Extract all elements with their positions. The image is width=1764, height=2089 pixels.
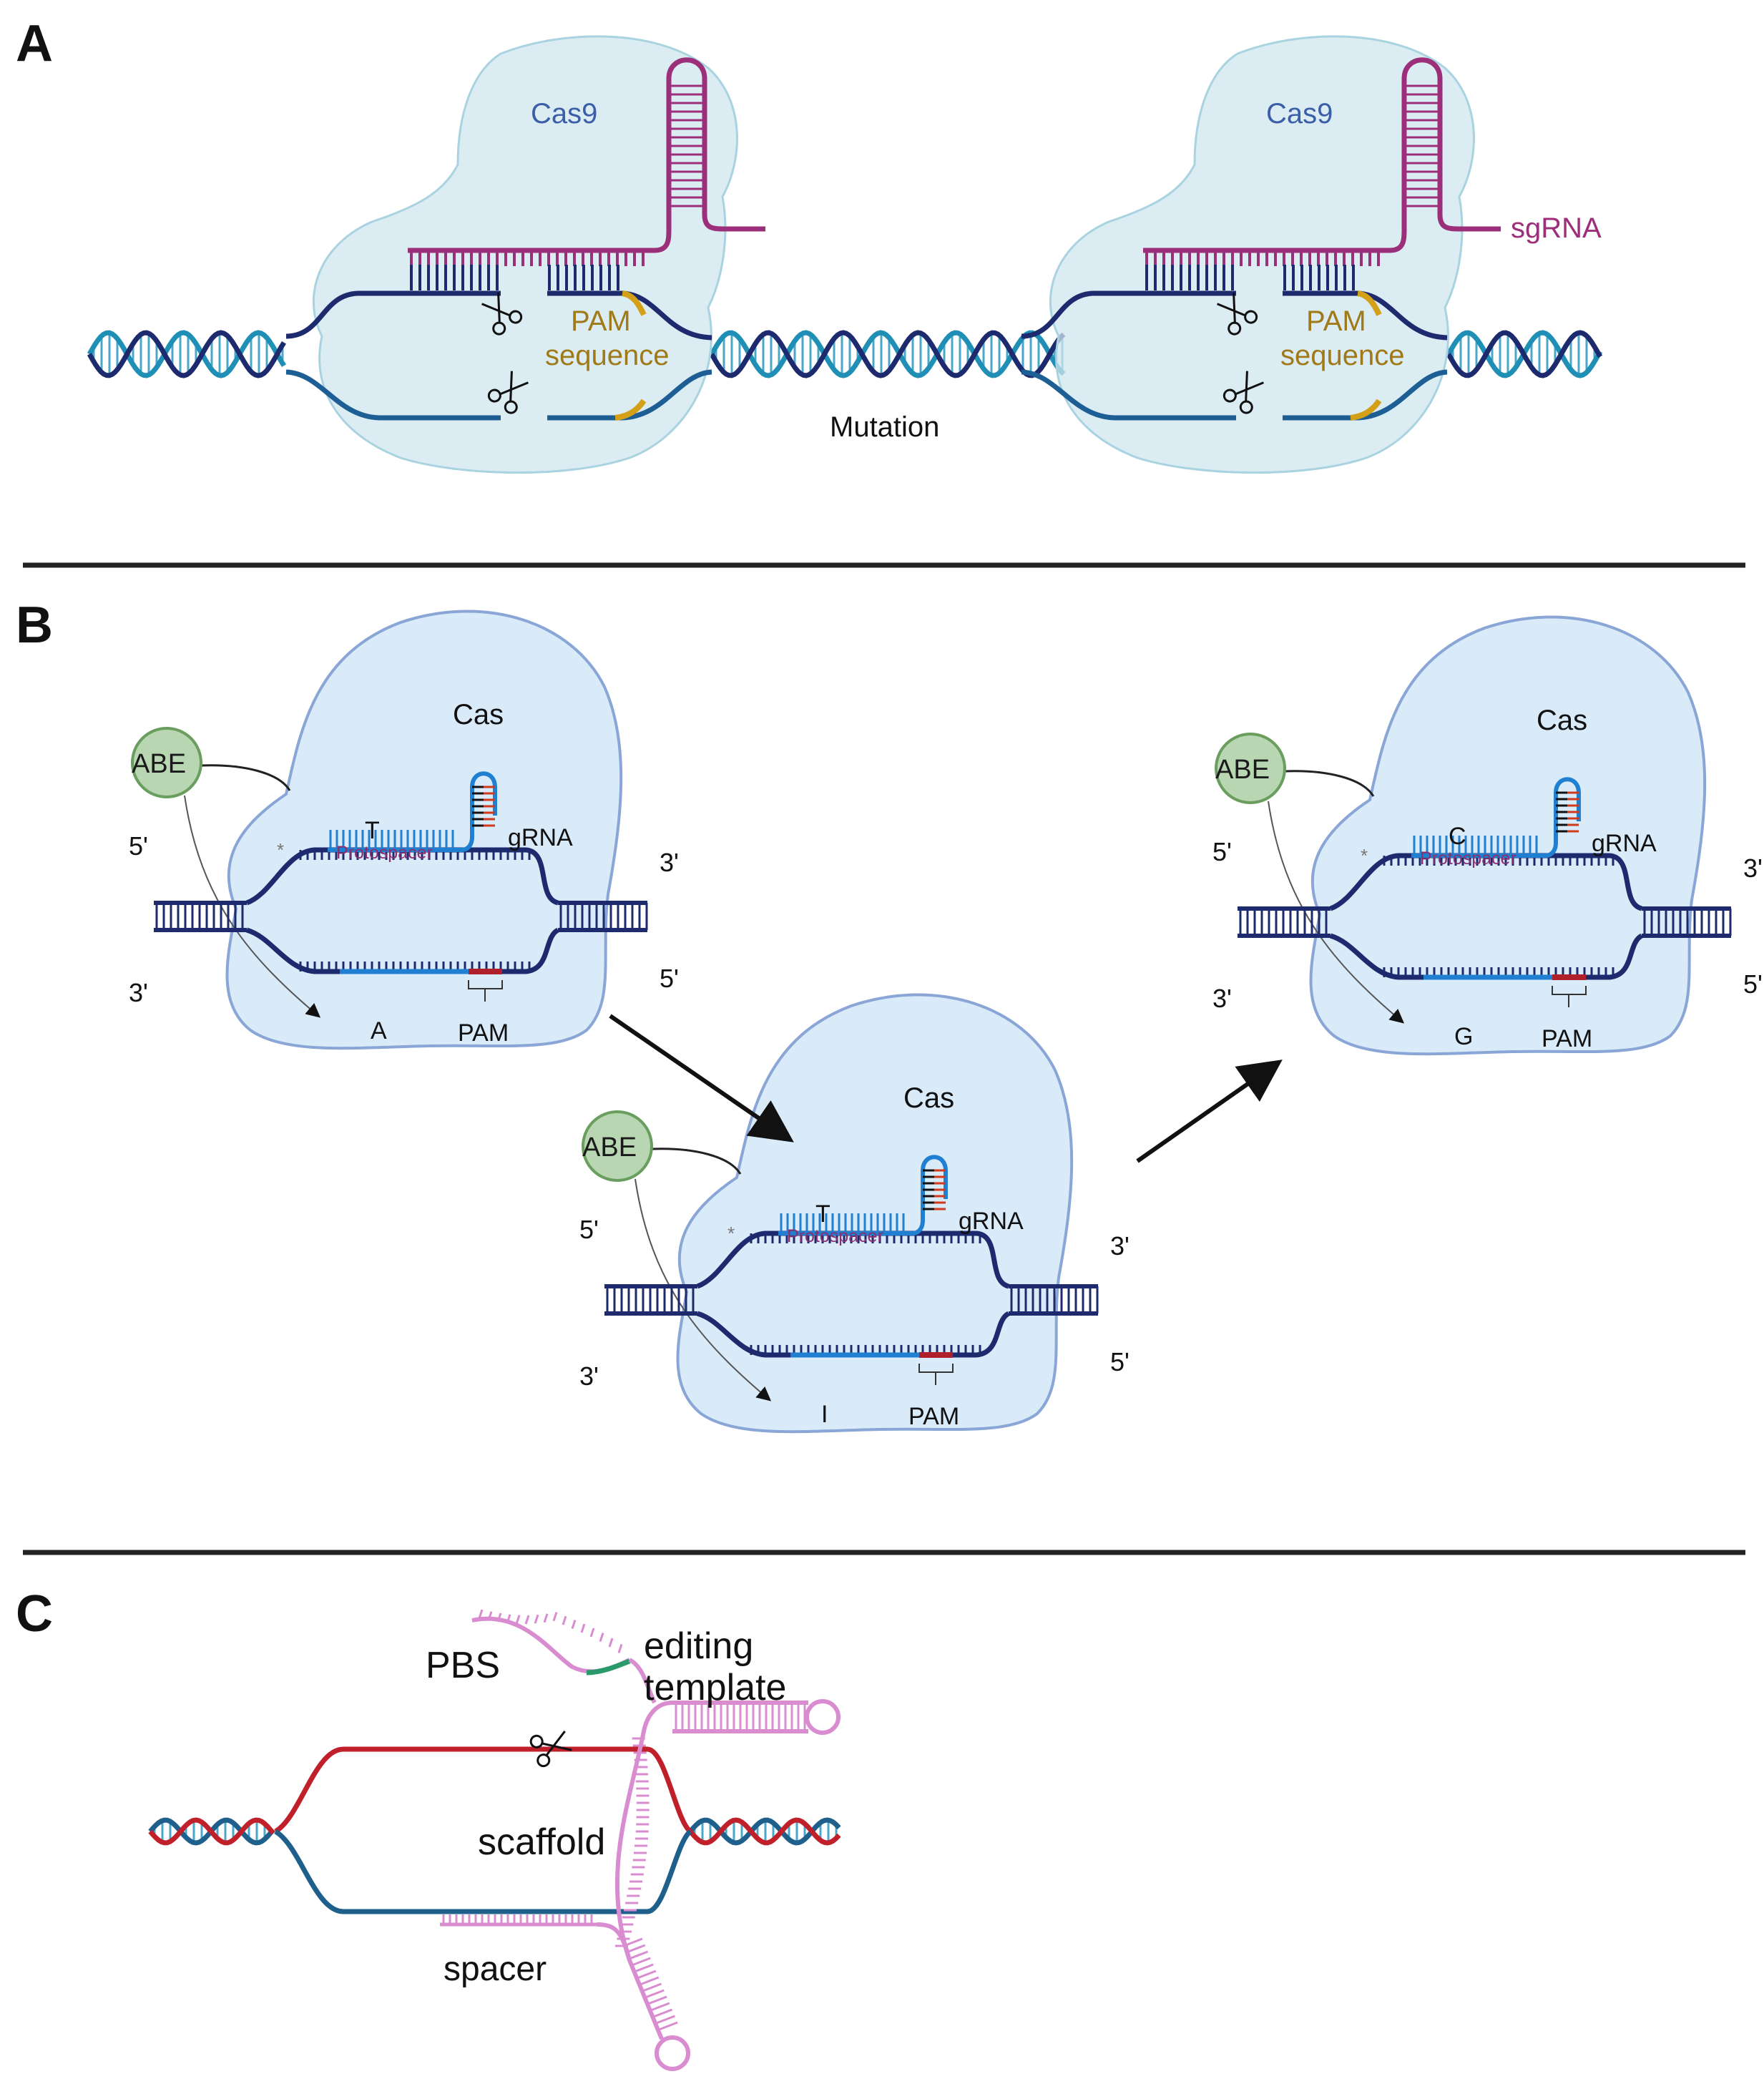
scissors-icon [1222,371,1264,414]
scaffold-label: scaffold [478,1821,605,1863]
top-base-label: T [365,817,380,844]
editing-template-label-line2: template [644,1667,786,1708]
scissors-icon [487,371,529,414]
svg-text:*: * [727,1223,735,1244]
cas-label: Cas [903,1082,954,1114]
bottom-base-label: A [371,1017,387,1044]
cas-protein-blob [1309,615,1707,1056]
end-3prime-right: 3' [1743,853,1763,883]
protospacer-label: Protospacer [1420,848,1516,869]
grna-label: gRNA [508,824,573,851]
abe-enzyme-circle [582,1110,653,1182]
arrow-step-1 [609,1014,794,1143]
sgrna [1143,57,1501,266]
end-3prime-right: 3' [660,848,679,877]
separated-dna-strands [1021,265,1448,421]
top-base-label: C [1449,823,1466,850]
pam-label: PAM [908,1403,959,1430]
pam-label: PAM [1542,1025,1592,1052]
bottom-base-label: G [1454,1023,1473,1050]
prime-editing-diagram [148,1609,841,2071]
arrow-step-2 [1136,1060,1283,1163]
cas-label: Cas [453,699,504,730]
separated-dna-strands [285,265,712,421]
spacer-label: spacer [444,1950,547,1988]
bottom-base-label: I [821,1401,828,1428]
end-3prime-left: 3' [579,1361,599,1391]
abe-enzyme-circle [1215,733,1286,804]
end-3prime-right: 3' [1110,1231,1130,1261]
end-5prime-left: 5' [579,1215,599,1244]
mutation-label: Mutation [830,411,939,443]
pam-sequence-label: sequence [545,340,669,371]
panel-b-letter: B [16,597,53,654]
panel-c-letter: C [16,1585,53,1643]
end-3prime-left: 3' [129,978,148,1007]
scissors-icon [481,292,523,336]
abe-label: ABE [132,749,186,779]
cas-protein-blob [225,610,623,1050]
sgrna-label: sgRNA [1511,212,1602,244]
protospacer-label: Protospacer [787,1226,883,1246]
end-5prime-right: 5' [660,964,679,993]
svg-text:*: * [1361,845,1368,866]
editing-template-label-line1: editing [644,1625,753,1667]
pam-label: PAM [458,1019,509,1047]
cas9-complex-1: Cas9 PAM sequence [285,35,765,474]
dna-helices [87,330,1603,378]
panel-a: A Cas9 PAM sequence Cas9 PAM sequence sg… [16,15,1603,474]
top-base-label: T [815,1200,830,1228]
end-5prime-right: 5' [1743,969,1763,999]
grna-label: gRNA [1592,830,1657,857]
end-3prime-left: 3' [1212,984,1232,1013]
scissors-icon [1217,292,1258,336]
svg-text:*: * [277,839,284,861]
pam-label: PAM [571,305,631,337]
end-5prime-right: 5' [1110,1347,1130,1376]
abe-enzyme-circle [131,727,202,798]
abe-label: ABE [1215,755,1270,785]
cas9-complex-2: Cas9 PAM sequence [1021,35,1501,474]
cas9-protein-blob [312,35,738,474]
end-5prime-left: 5' [1212,837,1232,866]
cas-label: Cas [1537,705,1587,736]
pam-label: PAM [1306,305,1366,337]
panel-c: C PBS editing template scaffold spacer [16,1585,841,2071]
cas9-protein-blob [1049,35,1475,474]
abe-label: ABE [582,1132,637,1163]
grna-label: gRNA [959,1208,1024,1235]
pam-sequence-label: sequence [1280,340,1404,371]
panel-a-letter: A [16,15,53,72]
cas9-label: Cas9 [1266,98,1333,129]
end-5prime-left: 5' [129,831,148,861]
cas9-label: Cas9 [531,98,597,129]
scissors-icon [529,1731,572,1768]
sgrna [408,57,765,266]
pbs-label: PBS [426,1645,500,1686]
protospacer-label: Protospacer [336,843,433,863]
